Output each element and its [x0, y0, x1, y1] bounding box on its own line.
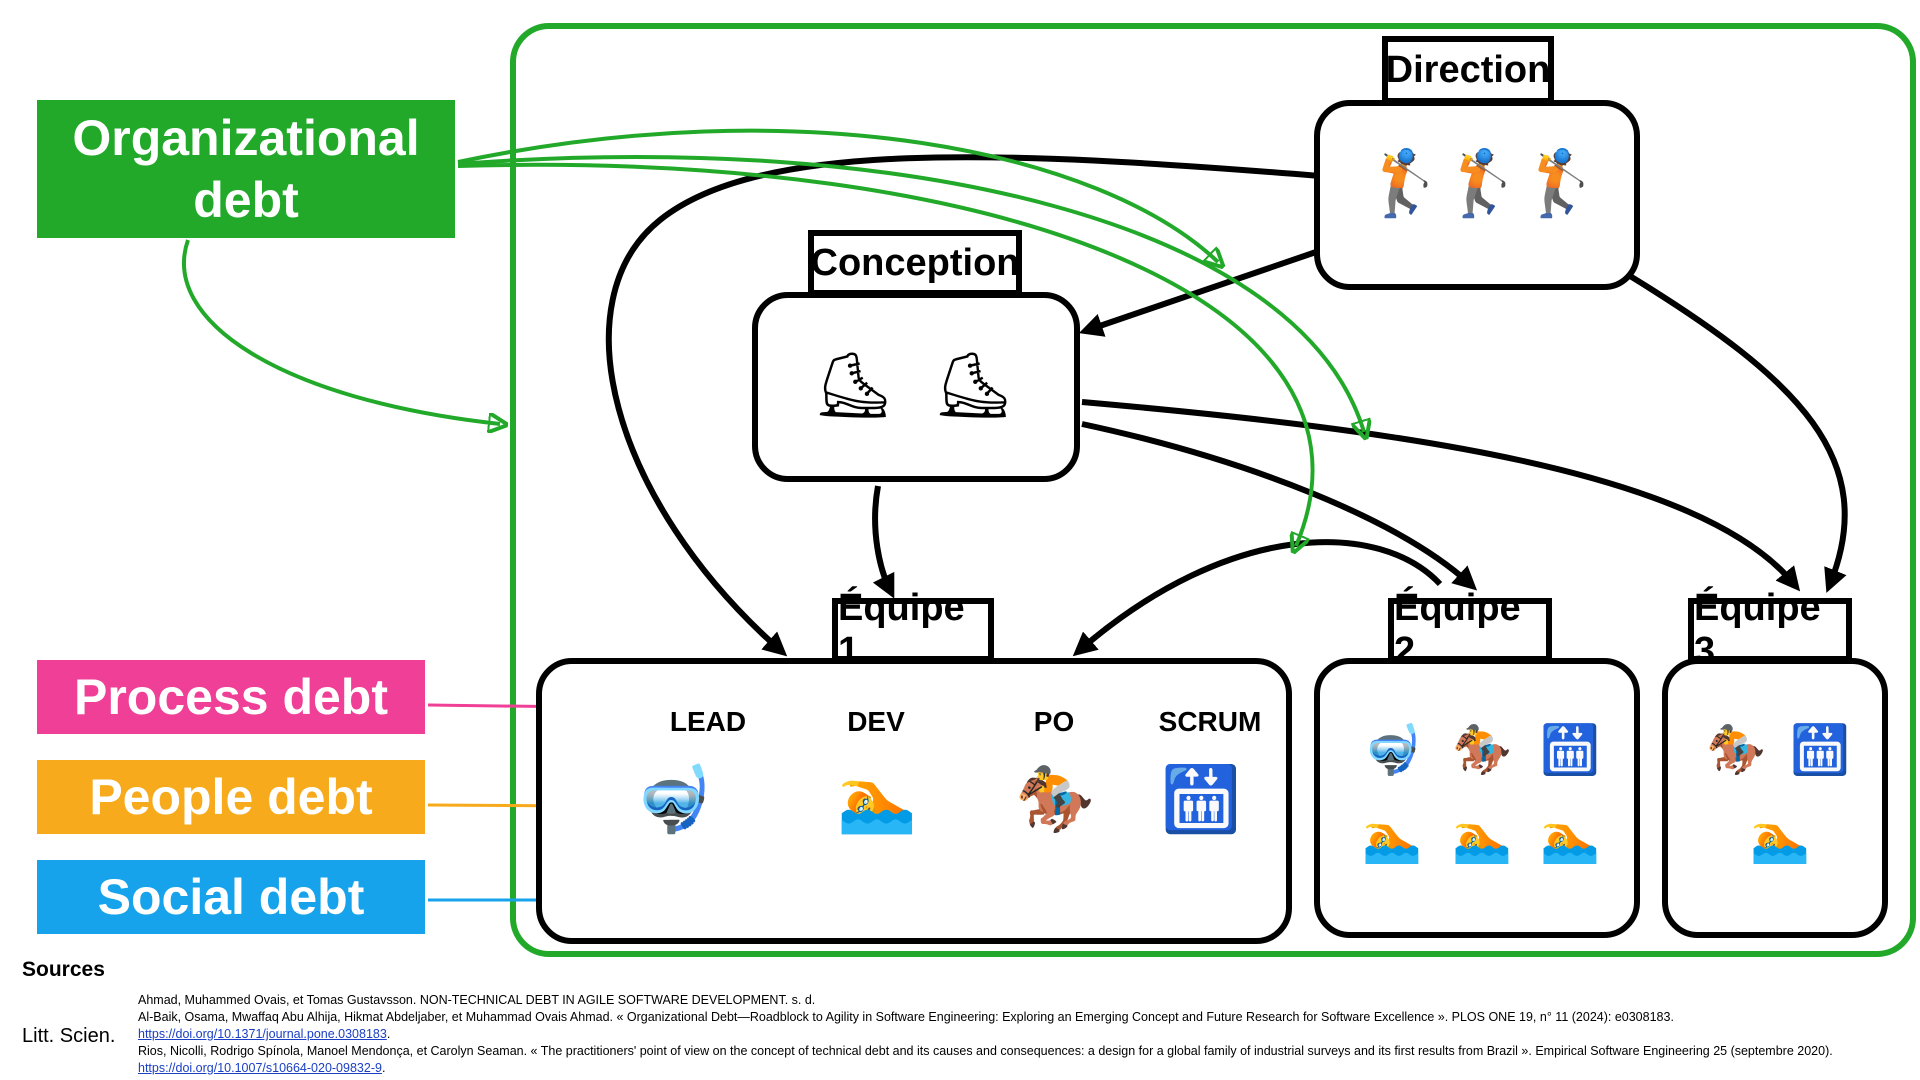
- swimmer-icon: 🏊: [1540, 810, 1600, 866]
- arrow-conception-to-team1: [872, 485, 895, 599]
- reference-link[interactable]: https://doi.org/10.1007/s10664-020-09832…: [138, 1061, 382, 1075]
- arrow-org-to-team1: [457, 162, 1315, 546]
- team3-box: 🏇 🛗 🏊: [1662, 658, 1888, 938]
- references-list: Ahmad, Muhammed Ovais, et Tomas Gustavss…: [138, 992, 1898, 1077]
- escalator-icon: 🛗: [1790, 722, 1850, 778]
- arrow-org-to-team-links: [457, 155, 1364, 432]
- arrow-org-to-frame: [182, 239, 500, 424]
- reference-item: Al-Baik, Osama, Mwaffaq Abu Alhija, Hikm…: [138, 1010, 1674, 1041]
- reference-item: Rios, Nicolli, Rodrigo Spínola, Manoel M…: [138, 1044, 1833, 1075]
- conception-box: ⛸ ⛸: [752, 292, 1080, 482]
- reference-text: Al-Baik, Osama, Mwaffaq Abu Alhija, Hikm…: [138, 1010, 1674, 1024]
- organization-frame: [510, 23, 1916, 957]
- sources-title: Sources: [22, 958, 105, 981]
- arrow-conception-to-team3: [1081, 399, 1801, 592]
- swimmer-icon: 🏊: [1750, 810, 1810, 866]
- golfer-icon: 🏌: [1365, 147, 1445, 221]
- role-lead: LEAD: [669, 706, 747, 737]
- team2-box: 🤿 🏇 🛗 🏊 🏊 🏊: [1314, 658, 1640, 938]
- swimmer-icon: 🏊: [1362, 810, 1422, 866]
- swimmer-icon: 🏊: [837, 763, 917, 837]
- organizational-debt-label: Organizational debt: [37, 100, 455, 238]
- swimmer-icon: 🏊: [1452, 810, 1512, 866]
- golfer-icon: 🏌: [1521, 147, 1601, 221]
- arrow-org-to-conception: [457, 128, 1218, 262]
- role-scrum: SCRUM: [1158, 706, 1262, 737]
- escalator-icon: 🛗: [1540, 722, 1600, 778]
- process-debt-label: Process debt: [37, 660, 425, 734]
- direction-title: Direction: [1382, 36, 1554, 104]
- role-dev: DEV: [847, 706, 905, 737]
- team1-box: LEAD DEV PO SCRUM 🤿 🏊 🏇 🛗: [536, 658, 1292, 944]
- conception-title: Conception: [808, 230, 1022, 296]
- team1-title: Équipe 1: [832, 587, 994, 672]
- horse-rider-icon: 🏇: [1015, 763, 1095, 837]
- scuba-diver-icon: 🤿: [1362, 722, 1422, 778]
- role-po: PO: [1033, 706, 1075, 737]
- reference-link[interactable]: https://doi.org/10.1371/journal.pone.030…: [138, 1027, 387, 1041]
- arrow-direction-to-conception: [1078, 249, 1317, 337]
- people-debt-label: People debt: [37, 760, 425, 834]
- horse-rider-icon: 🏇: [1452, 722, 1512, 778]
- litt-scien-label: Litt. Scien.: [22, 1025, 116, 1047]
- arrow-direction-to-team3: [1628, 273, 1848, 593]
- escalator-icon: 🛗: [1161, 763, 1241, 837]
- reference-text: Rios, Nicolli, Rodrigo Spínola, Manoel M…: [138, 1044, 1833, 1058]
- direction-box: 🏌 🏌 🏌: [1314, 100, 1640, 290]
- golfer-icon: 🏌: [1443, 147, 1523, 221]
- skater-icon: ⛸: [932, 349, 1014, 423]
- reference-item: Ahmad, Muhammed Ovais, et Tomas Gustavss…: [138, 992, 1898, 1009]
- social-debt-label: Social debt: [37, 860, 425, 934]
- horse-rider-icon: 🏇: [1706, 722, 1766, 778]
- scuba-diver-icon: 🤿: [633, 763, 713, 837]
- team2-title: Équipe 2: [1388, 587, 1552, 672]
- arrow-direction-to-team1: [605, 154, 1321, 657]
- arrow-team2-to-team1: [1072, 539, 1443, 657]
- reference-text: Ahmad, Muhammed Ovais, et Tomas Gustavss…: [138, 993, 816, 1007]
- team3-title: Équipe 3: [1688, 587, 1852, 672]
- skater-icon: ⛸: [812, 349, 894, 423]
